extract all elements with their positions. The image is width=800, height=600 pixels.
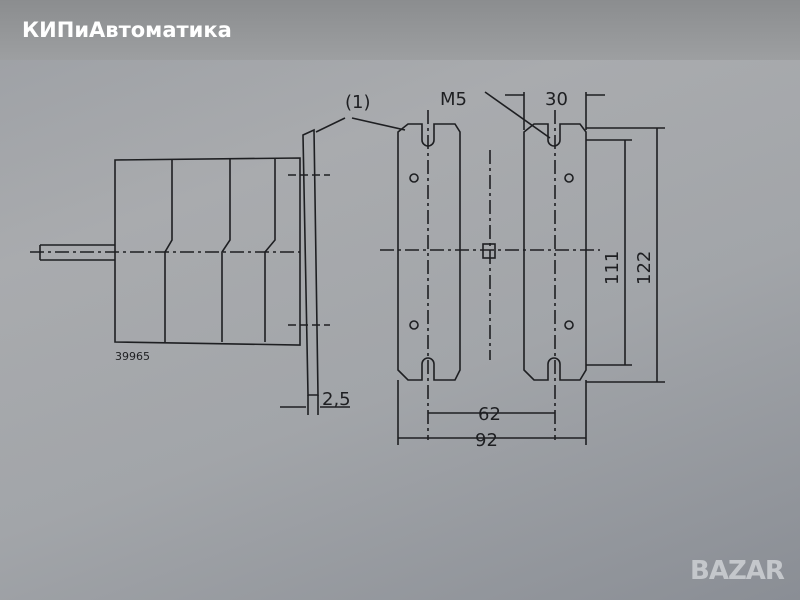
dimension-lines bbox=[397, 92, 665, 445]
label-dim-122: 122 bbox=[634, 251, 655, 285]
watermark-site: КИПиАвтоматика bbox=[22, 18, 232, 42]
label-dim-2-5: 2,5 bbox=[322, 389, 351, 410]
mounting-plate-right bbox=[380, 91, 600, 440]
label-dim-62: 62 bbox=[478, 404, 501, 425]
mounting-plate-left bbox=[351, 110, 461, 440]
label-thread: M5 bbox=[440, 89, 467, 110]
label-item: (1) bbox=[345, 92, 371, 113]
part-number: 39965 bbox=[115, 350, 150, 363]
label-dim-111: 111 bbox=[602, 251, 623, 285]
motor-side-view bbox=[30, 117, 350, 415]
label-dim-30: 30 bbox=[545, 89, 568, 110]
label-dim-92: 92 bbox=[475, 430, 498, 451]
top-band bbox=[0, 0, 800, 60]
watermark-logo: BAZAR bbox=[690, 556, 785, 586]
